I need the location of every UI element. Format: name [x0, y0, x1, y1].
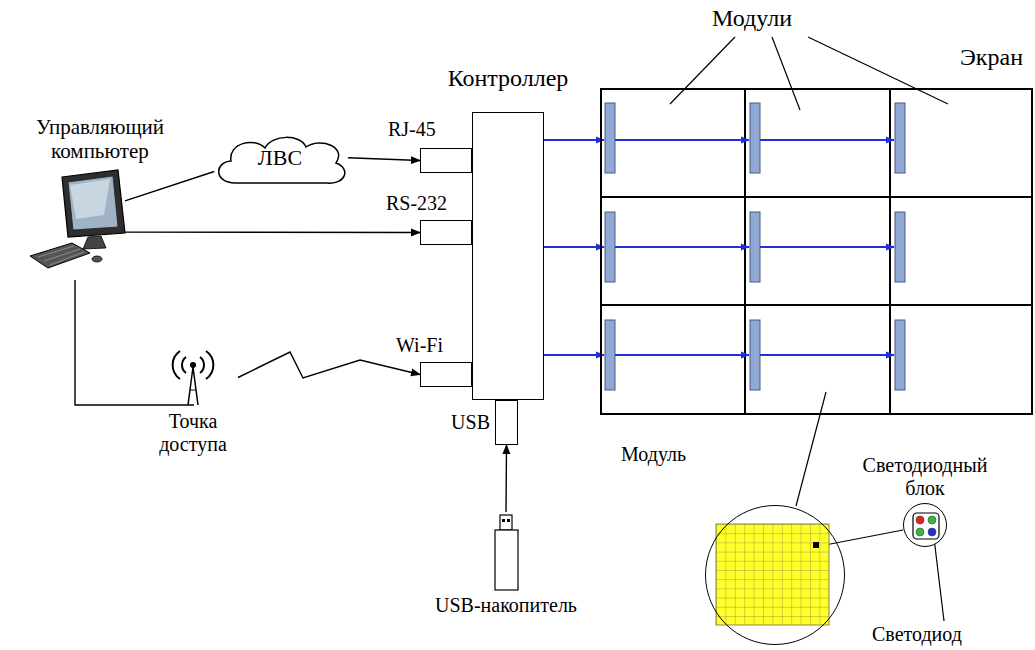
- usb-drive-icon: [436, 512, 576, 594]
- connector-line: [120, 231, 420, 233]
- module-connectors: [605, 103, 905, 390]
- screen-panel: Экран: [600, 88, 1033, 415]
- node-label: RJ-45: [388, 118, 436, 141]
- part-label: Светодиод: [872, 623, 962, 646]
- data-arrows: [544, 140, 894, 355]
- port-box: Wi-Fi: [420, 362, 472, 387]
- controller-box: Контроллер: [472, 112, 544, 400]
- node-label: Модуль: [621, 443, 686, 466]
- port-box: RS-232: [420, 220, 472, 245]
- node-label: RS-232: [386, 192, 447, 215]
- led-block-icon: [904, 504, 948, 548]
- connector-line: [75, 280, 148, 405]
- module-zoom-circle: Модуль: [705, 505, 845, 645]
- node-label: Светодиодный блок: [850, 454, 1000, 500]
- node-label: Управляющий компьютер: [0, 115, 200, 163]
- node-label: Точка доступа: [138, 410, 248, 456]
- port-box: RJ-45: [420, 148, 472, 173]
- network-cloud: ЛВС: [210, 133, 350, 188]
- connector-line: [238, 352, 420, 378]
- node-label: USB: [451, 411, 490, 434]
- usb-drive: USB-накопитель: [436, 512, 576, 624]
- computer: Управляющий компьютер: [0, 115, 200, 280]
- selected-led: [813, 542, 819, 548]
- access-point-icon: [148, 340, 238, 410]
- connector-line: [348, 158, 420, 161]
- node-label: Экран: [960, 44, 1023, 72]
- access-point: Точка доступа: [148, 340, 238, 465]
- connector-line: [125, 172, 214, 201]
- node-label: USB-накопитель: [435, 594, 577, 617]
- port-box: USB: [495, 400, 518, 445]
- node-label: Контроллер: [448, 65, 569, 93]
- part-label: Модули: [712, 5, 792, 33]
- node-label: Wi-Fi: [396, 334, 443, 357]
- led-matrix: [716, 524, 829, 625]
- node-label: ЛВС: [210, 145, 350, 170]
- led-block: Светодиодный блок: [903, 503, 947, 547]
- module-grid: [600, 88, 1033, 415]
- connector-line: [505, 445, 507, 512]
